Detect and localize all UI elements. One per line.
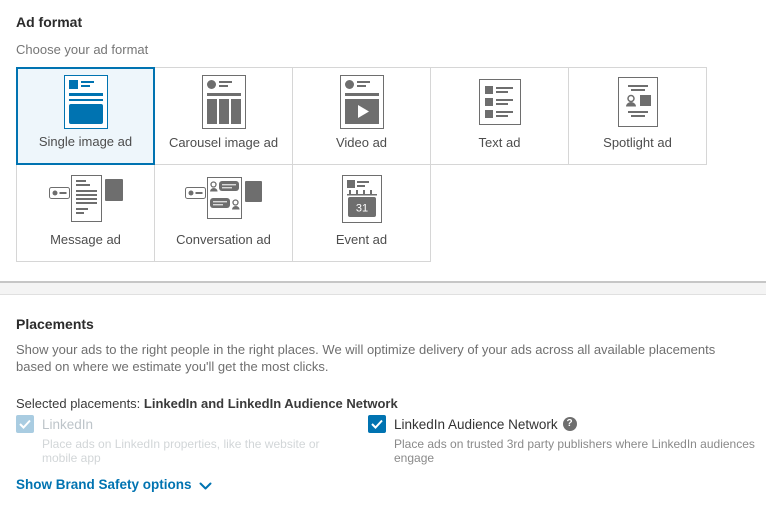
text-ad-icon (431, 68, 568, 136)
ad-format-option-carousel[interactable]: Carousel image ad (154, 67, 293, 165)
ad-format-subtitle: Choose your ad format (16, 42, 149, 57)
section-divider (0, 281, 766, 295)
page-title: Ad format (16, 14, 83, 30)
selected-placements-prefix: Selected placements: (16, 396, 144, 411)
conversation-ad-icon (155, 165, 292, 233)
checkmark-icon (19, 419, 31, 429)
placements-title: Placements (16, 316, 94, 332)
single-image-ad-icon (18, 69, 153, 135)
ad-format-option-label: Carousel image ad (168, 135, 279, 150)
linkedin-checkbox-label: LinkedIn (42, 416, 94, 432)
audience-network-checkbox[interactable] (368, 415, 386, 433)
ad-format-option-single-image[interactable]: Single image ad (16, 67, 155, 165)
event-icon-day-text: 31 (355, 203, 367, 215)
ad-format-option-spotlight[interactable]: Spotlight ad (568, 67, 707, 165)
show-brand-safety-options-link[interactable]: Show Brand Safety options (16, 477, 212, 492)
ad-format-option-label: Message ad (50, 232, 121, 247)
ad-format-option-message[interactable]: Message ad (16, 164, 155, 262)
ad-format-option-label: Single image ad (38, 134, 133, 149)
audience-network-checkbox-label: LinkedIn Audience Network (394, 416, 558, 432)
ad-format-option-event[interactable]: 31 Event ad (292, 164, 431, 262)
message-ad-icon (17, 165, 154, 233)
linkedin-placement-description: Place ads on LinkedIn properties, like t… (42, 437, 320, 465)
checkmark-icon (371, 419, 383, 429)
placements-description: Show your ads to the right people in the… (16, 342, 716, 374)
selected-placements-summary: Selected placements: LinkedIn and Linked… (16, 396, 398, 411)
ad-format-option-label: Conversation ad (176, 232, 271, 247)
carousel-image-ad-icon (155, 68, 292, 136)
chevron-down-icon (199, 482, 212, 489)
event-ad-icon: 31 (293, 165, 430, 233)
spotlight-ad-icon (569, 68, 706, 136)
ad-format-option-label: Event ad (335, 232, 388, 247)
placement-option-audience-network: LinkedIn Audience Network ? Place ads on… (368, 415, 758, 465)
selected-placements-value: LinkedIn and LinkedIn Audience Network (143, 396, 398, 411)
video-ad-icon (293, 68, 430, 136)
placement-option-linkedin: LinkedIn Place ads on LinkedIn propertie… (16, 415, 356, 465)
ad-format-option-label: Text ad (478, 135, 521, 150)
linkedin-checkbox[interactable] (16, 415, 34, 433)
ad-format-option-text[interactable]: Text ad (430, 67, 569, 165)
audience-network-placement-description: Place ads on trusted 3rd party publisher… (394, 437, 755, 465)
ad-format-option-video[interactable]: Video ad (292, 67, 431, 165)
ad-format-option-label: Video ad (335, 135, 388, 150)
brand-safety-link-label: Show Brand Safety options (16, 477, 192, 492)
ad-format-option-conversation[interactable]: Conversation ad (154, 164, 293, 262)
help-icon[interactable]: ? (562, 417, 577, 431)
ad-format-grid: Single image ad Carousel image ad (16, 67, 707, 262)
ad-format-option-label: Spotlight ad (603, 135, 672, 150)
